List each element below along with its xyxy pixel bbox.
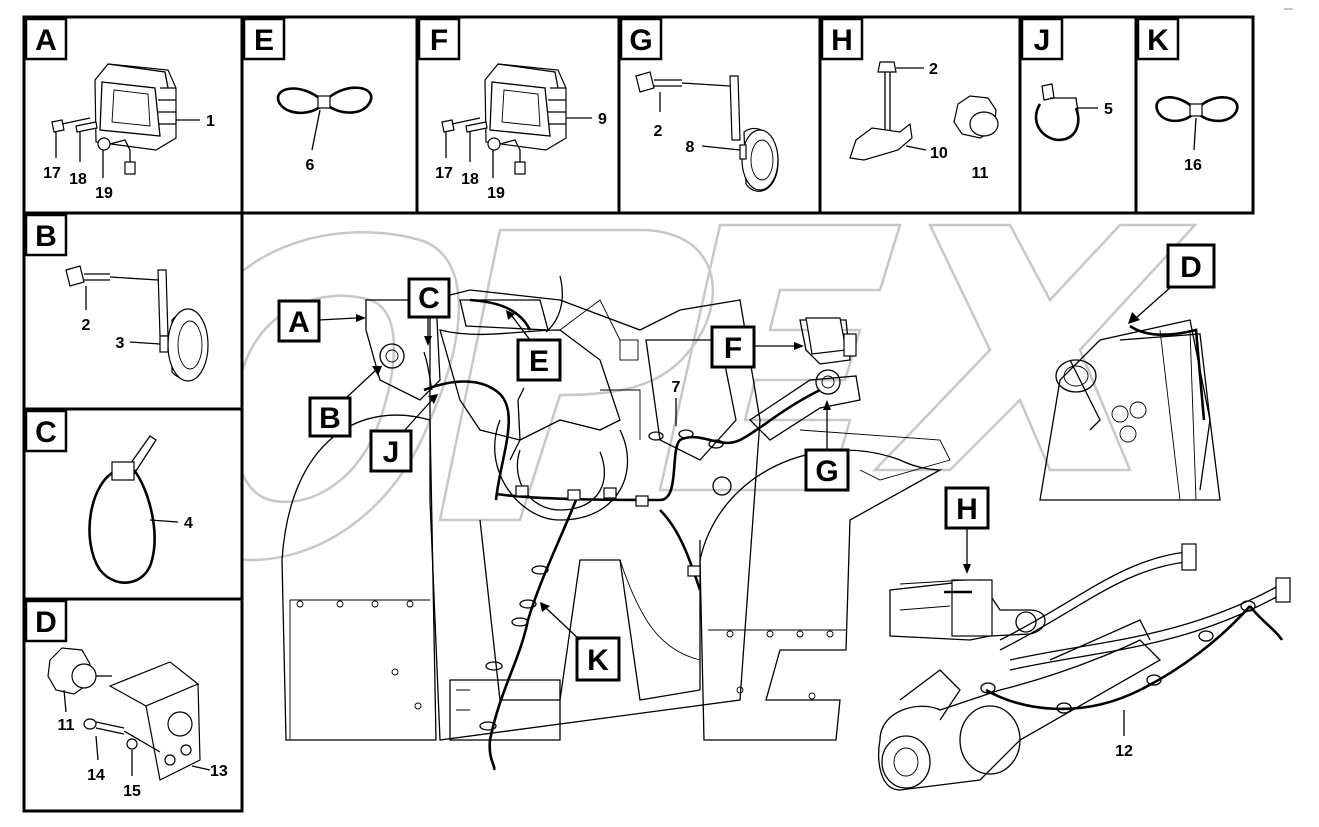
panel-b-num-3: 3 (116, 335, 125, 352)
panel-a-letter: A (35, 24, 57, 57)
double-clamp-drawing-k (1155, 96, 1239, 123)
panel-a: A 1 17 18 19 (22, 15, 244, 215)
panel-d-num-14: 14 (87, 767, 105, 784)
main-num-12: 12 (1115, 743, 1133, 760)
callout-h: H (944, 486, 990, 574)
panel-e: E 6 (240, 15, 419, 215)
panel-h-letter: H (831, 24, 853, 57)
panel-g-num-8: 8 (686, 139, 695, 156)
panel-f-num-9: 9 (598, 111, 607, 128)
panel-f: F 9 17 18 19 (415, 15, 621, 215)
panel-h: H 2 10 11 (818, 15, 1022, 215)
panel-d-letter: D (35, 606, 57, 639)
panel-d-num-11: 11 (58, 717, 75, 734)
plug-drawing (953, 95, 999, 139)
panel-h-num-2: 2 (929, 61, 938, 78)
panel-f-num-19: 19 (487, 185, 505, 202)
callout-g: G (804, 400, 850, 492)
bracket-drawing-d (108, 661, 201, 781)
callout-e: E (506, 310, 562, 382)
panel-j-letter: J (1034, 24, 1051, 57)
work-lamp-drawing (94, 63, 177, 151)
horn-drawing (739, 127, 779, 192)
bolt-drawing (877, 61, 897, 134)
panel-c-num-4: 4 (184, 515, 193, 532)
bracket-drawing (849, 122, 913, 161)
panel-g: G 2 8 (617, 15, 822, 215)
panel-d: D 11 14 15 13 (22, 597, 244, 813)
svg-text:B: B (319, 402, 341, 435)
panel-b-letter: B (35, 220, 57, 253)
corner-text: www (1284, 6, 1293, 11)
bolt-drawing-d (83, 718, 161, 753)
svg-text:F: F (724, 332, 742, 365)
panel-a-num-19: 19 (95, 185, 113, 202)
panel-g-letter: G (629, 24, 652, 57)
panel-a-num-17: 17 (43, 165, 61, 182)
panel-d-num-13: 13 (210, 763, 228, 780)
callout-f: F (710, 325, 804, 369)
svg-text:D: D (1180, 251, 1202, 284)
panel-c-letter: C (35, 416, 57, 449)
svg-text:K: K (587, 644, 609, 677)
panel-e-letter: E (254, 24, 274, 57)
svg-text:G: G (815, 455, 838, 488)
callout-j: J (369, 394, 438, 473)
panel-a-num-18: 18 (69, 171, 87, 188)
panel-k-num-16: 16 (1184, 157, 1202, 174)
panel-g-num-2: 2 (654, 123, 663, 140)
panel-d-num-15: 15 (123, 783, 141, 800)
panel-b: B 2 3 (22, 211, 244, 411)
pipe-clip-drawing (1034, 83, 1080, 142)
watermark-logo (177, 223, 1198, 562)
panel-f-num-17: 17 (435, 165, 453, 182)
plug-drawing-d (47, 647, 112, 695)
panel-f-letter: F (430, 24, 448, 57)
callout-c: C (407, 277, 451, 346)
svg-text:J: J (383, 436, 400, 469)
callout-k: K (540, 602, 621, 682)
svg-text:H: H (956, 493, 978, 526)
boom-and-cylinder-drawing: 12 (877, 319, 1291, 791)
horn-bolt-drawing (635, 71, 741, 141)
svg-text:E: E (529, 345, 549, 378)
panel-j: J 5 (1018, 15, 1138, 215)
callout-b: B (308, 366, 382, 438)
callout-a: A (277, 299, 366, 343)
work-lamp-drawing-f (484, 63, 567, 151)
wiring-harness-drawing: 7 (379, 275, 857, 771)
panel-h-num-11: 11 (972, 165, 989, 182)
panel-j-num-5: 5 (1104, 101, 1113, 118)
panel-e-num-6: 6 (306, 157, 315, 174)
cable-tie-drawing (88, 435, 157, 584)
panel-h-num-10: 10 (930, 145, 948, 162)
panel-b-num-2: 2 (82, 317, 91, 334)
panel-k: K 16 (1134, 15, 1255, 215)
panel-c: C 4 (22, 407, 244, 601)
horn-bolt-drawing-b (65, 265, 169, 337)
panel-k-letter: K (1147, 24, 1169, 57)
callout-d: D (1128, 243, 1216, 324)
main-num-7: 7 (672, 379, 681, 396)
svg-text:A: A (288, 306, 310, 339)
double-clamp-drawing (276, 86, 373, 115)
svg-text:C: C (418, 282, 440, 315)
panel-f-num-18: 18 (461, 171, 479, 188)
panel-a-num-1: 1 (206, 113, 215, 130)
